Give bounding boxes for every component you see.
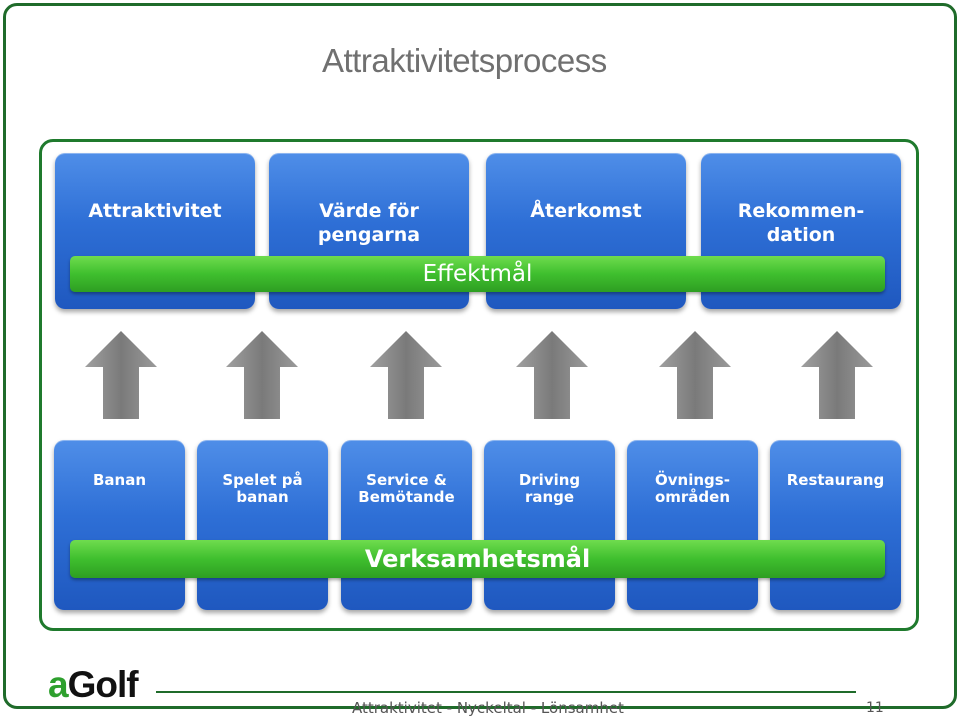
up-arrow-icon — [659, 331, 731, 419]
up-arrow-icon — [516, 331, 588, 419]
footer-text: Attraktivitet - Nyckeltal - Lönsamhet — [352, 699, 624, 717]
effektmal-bar: Effektmål — [70, 256, 885, 292]
page-number: 11 — [866, 700, 884, 716]
up-arrow-icon — [801, 331, 873, 419]
activity-box-label: Restaurang — [786, 471, 885, 489]
activity-box-spelet: Spelet på banan — [197, 440, 328, 610]
activity-box-restaurang: Restaurang — [770, 440, 901, 610]
outcome-box-label: Värde för pengarna — [317, 200, 421, 246]
outcome-box-label: Attraktivitet — [88, 200, 222, 222]
verksamhetsmal-bar: Verksamhetsmål — [70, 540, 885, 578]
activity-box-label: Service & Bemötande — [358, 471, 455, 506]
activity-box-service: Service & Bemötande — [341, 440, 472, 610]
activity-box-label: Spelet på banan — [222, 471, 303, 506]
up-arrow-icon — [370, 331, 442, 419]
outcome-box-label: Rekommen- dation — [737, 200, 865, 246]
logo-rest: Golf — [67, 664, 139, 705]
outcome-box-label: Återkomst — [530, 200, 642, 222]
up-arrow-icon — [85, 331, 157, 419]
activity-box-ovningsomraden: Övnings- områden — [627, 440, 758, 610]
activity-box-label: Övnings- områden — [654, 471, 731, 506]
activity-box-banan: Banan — [54, 440, 185, 610]
activity-box-driving-range: Driving range — [484, 440, 615, 610]
footer-divider — [156, 691, 856, 693]
slide-title: Attraktivitetsprocess — [322, 42, 607, 79]
logo-prefix: a — [48, 664, 69, 705]
agolf-logo: aGolf — [48, 664, 139, 706]
up-arrow-icon — [226, 331, 298, 419]
activity-box-label: Driving range — [518, 471, 581, 506]
activity-box-label: Banan — [92, 471, 147, 489]
